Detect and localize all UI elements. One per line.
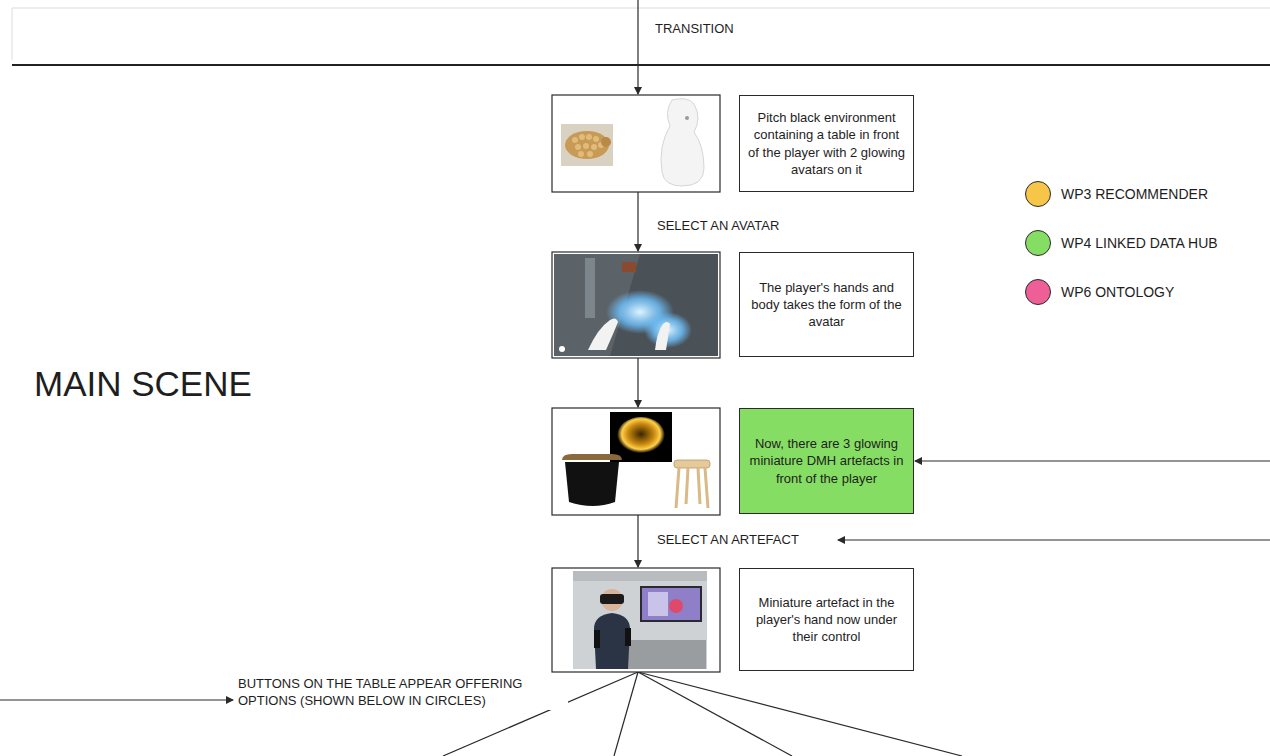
legend-swatch [1025, 279, 1051, 305]
section-label: TRANSITION [655, 21, 734, 38]
legend-text: WP6 ONTOLOGY [1061, 284, 1174, 300]
legend-text: WP4 LINKED DATA HUB [1061, 235, 1218, 251]
artefacts-picture [552, 408, 720, 515]
legend-item: WP6 ONTOLOGY [1025, 279, 1174, 305]
legend-swatch [1025, 230, 1051, 256]
incoming-arrow [0, 699, 233, 700]
legend-item: WP3 RECOMMENDER [1025, 181, 1208, 207]
flow-arrow [637, 0, 638, 94]
flow-arrow [637, 192, 638, 251]
avatar-picture [552, 95, 720, 192]
description-box: Now, there are 3 glowing miniature DMH a… [739, 408, 914, 514]
flow-arrow [637, 515, 638, 567]
description-box: Miniature artefact in the player's hand … [739, 568, 914, 671]
description-box: The player's hands and body takes the fo… [739, 252, 914, 357]
box-text-wrap: Now, there are 3 glowing miniature DMH a… [748, 435, 905, 486]
vr-hands-picture [552, 252, 720, 358]
box-text: The player's hands and body takes the fo… [748, 279, 905, 330]
note-label: BUTTONS ON THE TABLE APPEAR OFFERING OPT… [238, 676, 568, 710]
box-text: Pitch black environment containing a tab… [748, 109, 905, 178]
box-text: Now, there are 3 glowing miniature DMH a… [748, 435, 905, 486]
loop-arrow [838, 539, 1270, 540]
frame-line [12, 8, 1270, 60]
description-box: Pitch black environment containing a tab… [739, 95, 914, 192]
transition-label: SELECT AN AVATAR [657, 218, 779, 235]
box-text: Miniature artefact in the player's hand … [748, 594, 905, 645]
box-text-wrap: Miniature artefact in the player's hand … [748, 594, 905, 645]
legend-item: WP4 LINKED DATA HUB [1025, 230, 1218, 256]
box-text-wrap: Pitch black environment containing a tab… [748, 109, 905, 178]
section-divider [12, 64, 1270, 66]
legend-swatch [1025, 181, 1051, 207]
section-title: MAIN SCENE [34, 363, 252, 405]
player-photo [552, 568, 720, 672]
transition-label: SELECT AN ARTEFACT [657, 532, 799, 549]
loop-arrow [915, 460, 1270, 461]
flow-arrow [637, 358, 638, 407]
legend-text: WP3 RECOMMENDER [1061, 186, 1208, 202]
box-text-wrap: The player's hands and body takes the fo… [748, 279, 905, 330]
